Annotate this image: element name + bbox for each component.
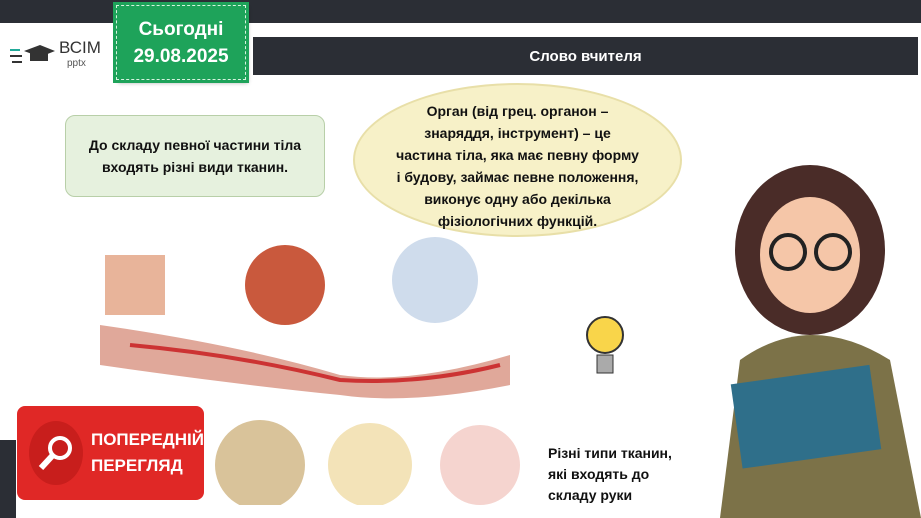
info-text: До складу певної частини тіла входять рі… bbox=[88, 137, 302, 175]
preview-line1: ПОПЕРЕДНІЙ bbox=[90, 430, 204, 449]
title-text: Слово вчителя bbox=[529, 47, 642, 65]
nerve-tissue bbox=[392, 237, 478, 323]
slide-title: Слово вчителя bbox=[253, 37, 918, 75]
graduation-cap-icon bbox=[10, 44, 55, 63]
date-value: 29.08.2025 bbox=[133, 46, 229, 67]
logo-sub: pptx bbox=[67, 58, 86, 69]
preview-button[interactable]: ПОПЕРЕДНІЙ ПЕРЕГЛЯД bbox=[17, 406, 204, 500]
caption-line: які входять до bbox=[548, 466, 650, 482]
magnifier-icon bbox=[29, 421, 83, 485]
date-badge: Сьогодні 29.08.2025 bbox=[113, 2, 249, 83]
bone-tissue bbox=[215, 420, 305, 505]
info-box: До складу певної частини тіла входять рі… bbox=[65, 115, 325, 197]
caption: Різні типи тканин, які входять до складу… bbox=[548, 443, 672, 506]
teacher-illustration bbox=[720, 165, 921, 518]
date-label: Сьогодні bbox=[138, 19, 224, 40]
lightbulb-icon bbox=[586, 316, 624, 374]
tissue-cube bbox=[105, 255, 165, 315]
speech-cloud bbox=[355, 85, 680, 235]
arm-vessels bbox=[129, 343, 501, 383]
cartilage-tissue bbox=[328, 423, 412, 505]
arm-shape bbox=[100, 325, 510, 399]
arm-tissues-illustration bbox=[100, 237, 520, 505]
caption-line: складу руки bbox=[548, 487, 633, 503]
preview-line2: ПЕРЕГЛЯД bbox=[90, 456, 183, 475]
blood-tissue bbox=[440, 425, 520, 505]
caption-line: Різні типи тканин, bbox=[548, 445, 672, 461]
logo-text: ВСІМ bbox=[59, 38, 101, 57]
cloud-text: Орган (від грец. органон – знаряддя, інс… bbox=[396, 103, 639, 229]
page-number-area bbox=[0, 440, 16, 518]
muscle-tissue bbox=[245, 245, 325, 325]
